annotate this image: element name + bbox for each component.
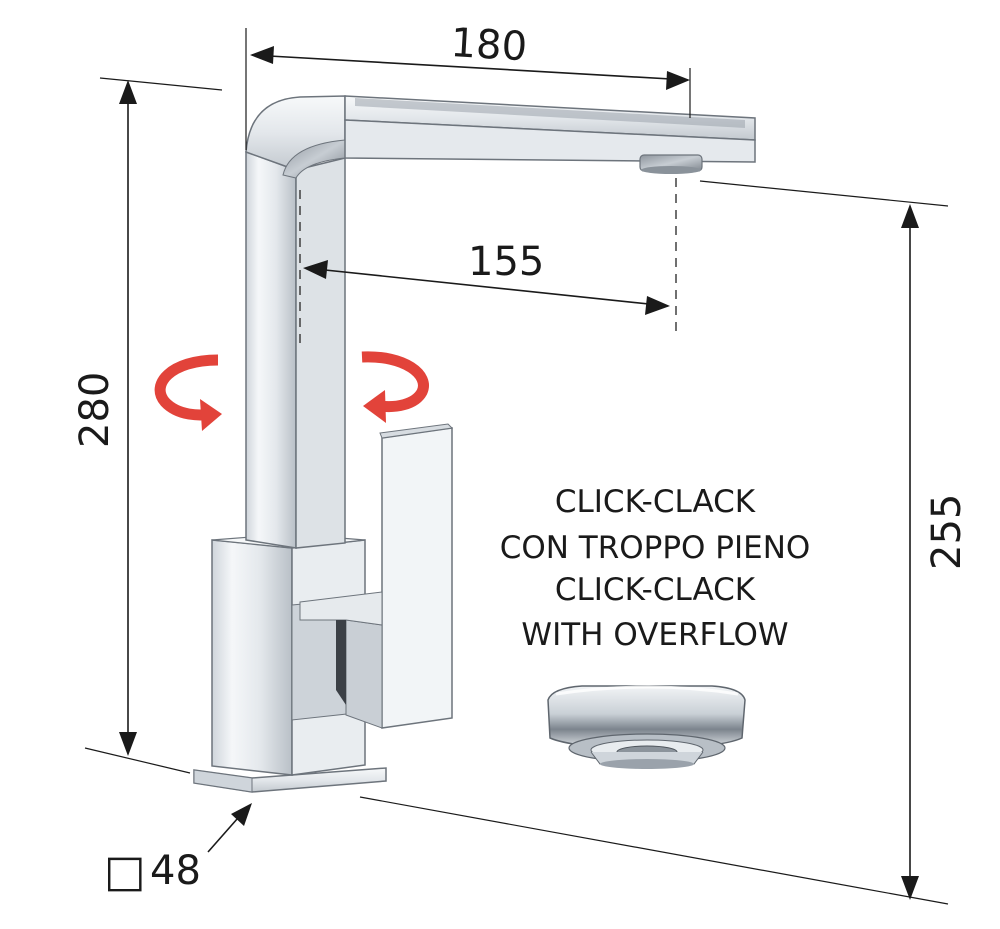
dimension-255: 255: [359, 180, 970, 905]
caption-line-3: CLICK-CLACK: [555, 572, 756, 608]
dimension-180: 180: [245, 20, 691, 150]
dimension-255-label: 255: [924, 494, 970, 570]
spout-aerator: [639, 154, 703, 174]
faucet-lever-handle: [299, 423, 454, 729]
faucet-spout: [245, 95, 756, 179]
dimension-48-label: 48: [150, 848, 201, 894]
click-clack-drain-icon: [547, 685, 746, 769]
dimension-280: 280: [72, 77, 223, 774]
dimension-155: 155: [299, 178, 677, 345]
dimension-155-label: 155: [468, 239, 544, 285]
caption-line-4: WITH OVERFLOW: [521, 617, 788, 653]
faucet-base-plate: [193, 767, 387, 793]
dimension-base-48: □ 48: [104, 803, 252, 897]
dimension-180-label: 180: [449, 20, 528, 70]
dimension-280-label: 280: [72, 372, 118, 448]
caption-line-1: CLICK-CLACK: [555, 484, 756, 520]
faucet-column: [245, 150, 346, 549]
caption-line-2: CON TROPPO PIENO: [500, 530, 811, 566]
base-square-symbol: □: [104, 846, 146, 897]
rotation-arrow-right: [361, 351, 429, 423]
faucet: [193, 95, 756, 793]
click-clack-caption: CLICK-CLACK CON TROPPO PIENO CLICK-CLACK…: [500, 484, 811, 653]
rotation-arrow-left: [154, 354, 222, 431]
